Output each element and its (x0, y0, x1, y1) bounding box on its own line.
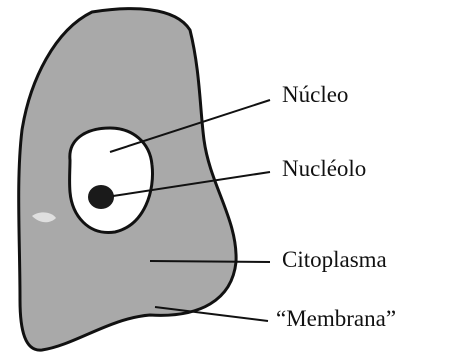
label-nucleus: Núcleo (282, 83, 348, 106)
leader-line-cytoplasm (150, 261, 270, 262)
nucleus (70, 128, 153, 232)
label-cytoplasm: Citoplasma (282, 248, 387, 271)
label-nucleolus: Nucléolo (282, 157, 366, 180)
label-membrane: “Membrana” (276, 307, 396, 330)
nucleolus (88, 185, 114, 209)
